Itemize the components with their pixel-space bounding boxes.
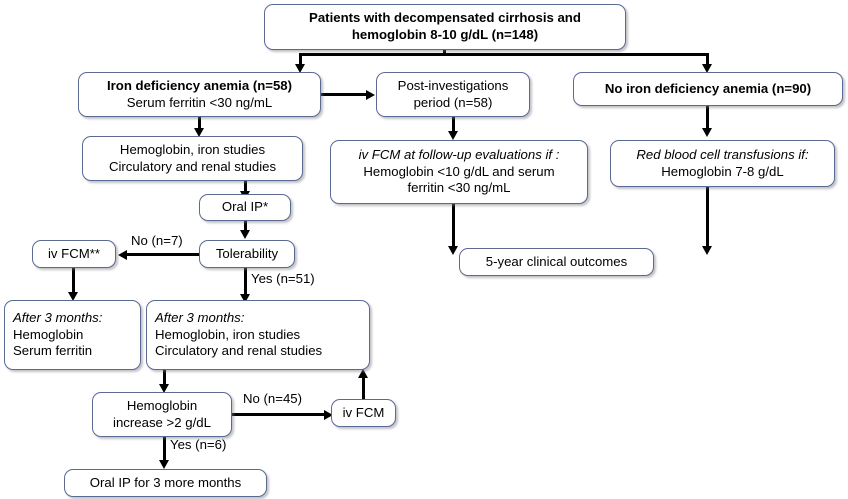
edge-root-to-ida <box>299 53 302 66</box>
node-ida-line2: Serum ferritin <30 ng/mL <box>126 94 273 110</box>
edge-rbc-down <box>706 187 709 249</box>
label-tolerability-no: No (n=7) <box>131 233 183 248</box>
arrow-hb-no <box>324 409 333 420</box>
node-oral-ip-line1: Oral IP* <box>221 199 269 215</box>
node-after3-right-line2: Hemoglobin, iron studies <box>155 326 301 342</box>
arrow-ivfcmstar-to-after3left <box>68 292 78 301</box>
node-after3-left-line3: Serum ferritin <box>13 343 93 359</box>
arrow-after3right-to-hb <box>159 384 169 393</box>
node-tolerability: Tolerability <box>199 240 295 268</box>
node-hb-increase: Hemoglobin increase >2 g/dL <box>92 392 232 437</box>
arrow-fcm-to-outcomes <box>448 246 458 255</box>
arrow-ida-to-postinv <box>366 89 375 100</box>
node-outcomes: 5-year clinical outcomes <box>459 248 654 276</box>
node-studies1-line2: Circulatory and renal studies <box>108 158 277 174</box>
arrow-postinv-to-fcm <box>448 131 458 140</box>
node-rbc-transfusions: Red blood cell transfusions if: Hemoglob… <box>610 140 835 187</box>
edge-ida-to-studies <box>198 117 201 130</box>
node-root-line2: hemoglobin 8-10 g/dL (n=148) <box>351 27 539 42</box>
arrow-noida-to-rbc <box>702 128 712 137</box>
arrow-tolerability-no <box>118 249 127 260</box>
node-studies1-line1: Hemoglobin, iron studies <box>119 141 266 157</box>
edge-ivfcmstar-to-after3left <box>72 268 75 294</box>
arrow-oralip-to-tolerability <box>240 230 250 239</box>
edge-tolerability-yes <box>244 268 247 296</box>
node-iv-fcm: iv FCM <box>331 399 396 427</box>
node-oral-ip-more: Oral IP for 3 more months <box>64 469 267 497</box>
node-ida-line1: Iron deficiency anemia (n=58) <box>106 77 293 93</box>
node-oral-ip: Oral IP* <box>199 194 291 221</box>
node-hb-increase-line2: increase >2 g/dL <box>113 414 211 430</box>
node-after3-left-line2: Hemoglobin <box>13 326 84 342</box>
edge-hb-no <box>232 413 325 416</box>
node-fcm-followup-line2: Hemoglobin <10 g/dL and serum <box>363 163 555 179</box>
label-hb-yes: Yes (n=6) <box>170 437 227 452</box>
node-iv-fcm-line1: iv FCM <box>342 404 385 420</box>
node-iv-fcm-double-star: iv FCM** <box>32 240 116 268</box>
edge-postinv-to-fcm <box>452 117 455 133</box>
edge-hb-yes <box>163 437 166 462</box>
node-fcm-followup-line3: ferritin <30 ng/mL <box>407 180 511 196</box>
node-root-line1: Patients with decompensated cirrhosis an… <box>309 10 581 26</box>
node-fcm-followup: iv FCM at follow-up evaluations if : Hem… <box>330 140 588 204</box>
edge-root-to-noida <box>706 53 709 66</box>
arrow-tolerability-yes <box>240 294 250 303</box>
node-iv-fcm-star-line1: iv FCM** <box>47 245 101 261</box>
edge-root-bus <box>299 53 709 56</box>
arrow-hb-yes <box>159 460 169 469</box>
edge-tolerability-no <box>127 253 200 256</box>
arrow-root-to-ida <box>295 64 305 73</box>
edge-studies-to-oralip <box>244 181 247 193</box>
node-rbc-line2: Hemoglobin 7-8 g/dL <box>661 163 784 179</box>
node-after3-right: After 3 months: Hemoglobin, iron studies… <box>146 300 370 370</box>
edge-oralip-to-tolerability <box>244 221 247 232</box>
node-root: Patients with decompensated cirrhosis an… <box>264 4 626 50</box>
arrow-root-to-noida <box>702 64 712 73</box>
edge-ida-to-postinv <box>321 93 367 96</box>
node-tolerability-line1: Tolerability <box>215 245 279 261</box>
node-after3-left-line1: After 3 months: <box>13 309 103 325</box>
node-hb-increase-line1: Hemoglobin <box>126 397 198 413</box>
edge-after3right-to-hb <box>163 370 166 386</box>
node-no-iron-deficiency-anemia: No iron deficiency anemia (n=90) <box>573 72 843 106</box>
node-rbc-line1: Red blood cell transfusions if: <box>636 146 809 162</box>
edge-noida-to-rbc <box>706 106 709 130</box>
node-outcomes-line1: 5-year clinical outcomes <box>485 253 628 269</box>
edge-fcm-followup-down <box>452 204 455 249</box>
node-noida-line1: No iron deficiency anemia (n=90) <box>604 80 812 96</box>
label-hb-no: No (n=45) <box>243 391 303 406</box>
arrow-rbc-to-outcomes <box>702 246 712 255</box>
label-tolerability-yes: Yes (n=51) <box>251 271 315 286</box>
node-fcm-followup-line1: iv FCM at follow-up evaluations if : <box>358 146 560 162</box>
node-oral-ip-more-line1: Oral IP for 3 more months <box>89 474 242 490</box>
node-after3-right-line1: After 3 months: <box>155 309 245 325</box>
node-iron-deficiency-anemia: Iron deficiency anemia (n=58) Serum ferr… <box>78 72 321 117</box>
arrow-ivfcm-feedback <box>358 369 368 378</box>
node-after3-right-line3: Circulatory and renal studies <box>155 343 323 359</box>
node-after3-left: After 3 months: Hemoglobin Serum ferriti… <box>4 300 141 370</box>
node-postinv-line2: period (n=58) <box>413 94 493 110</box>
node-postinv-line1: Post-investigations <box>397 77 509 93</box>
node-post-investigations: Post-investigations period (n=58) <box>376 72 530 117</box>
edge-ivfcm-feedback <box>362 378 365 399</box>
node-studies-first: Hemoglobin, iron studies Circulatory and… <box>82 136 303 181</box>
arrow-ida-to-studies <box>194 128 204 137</box>
